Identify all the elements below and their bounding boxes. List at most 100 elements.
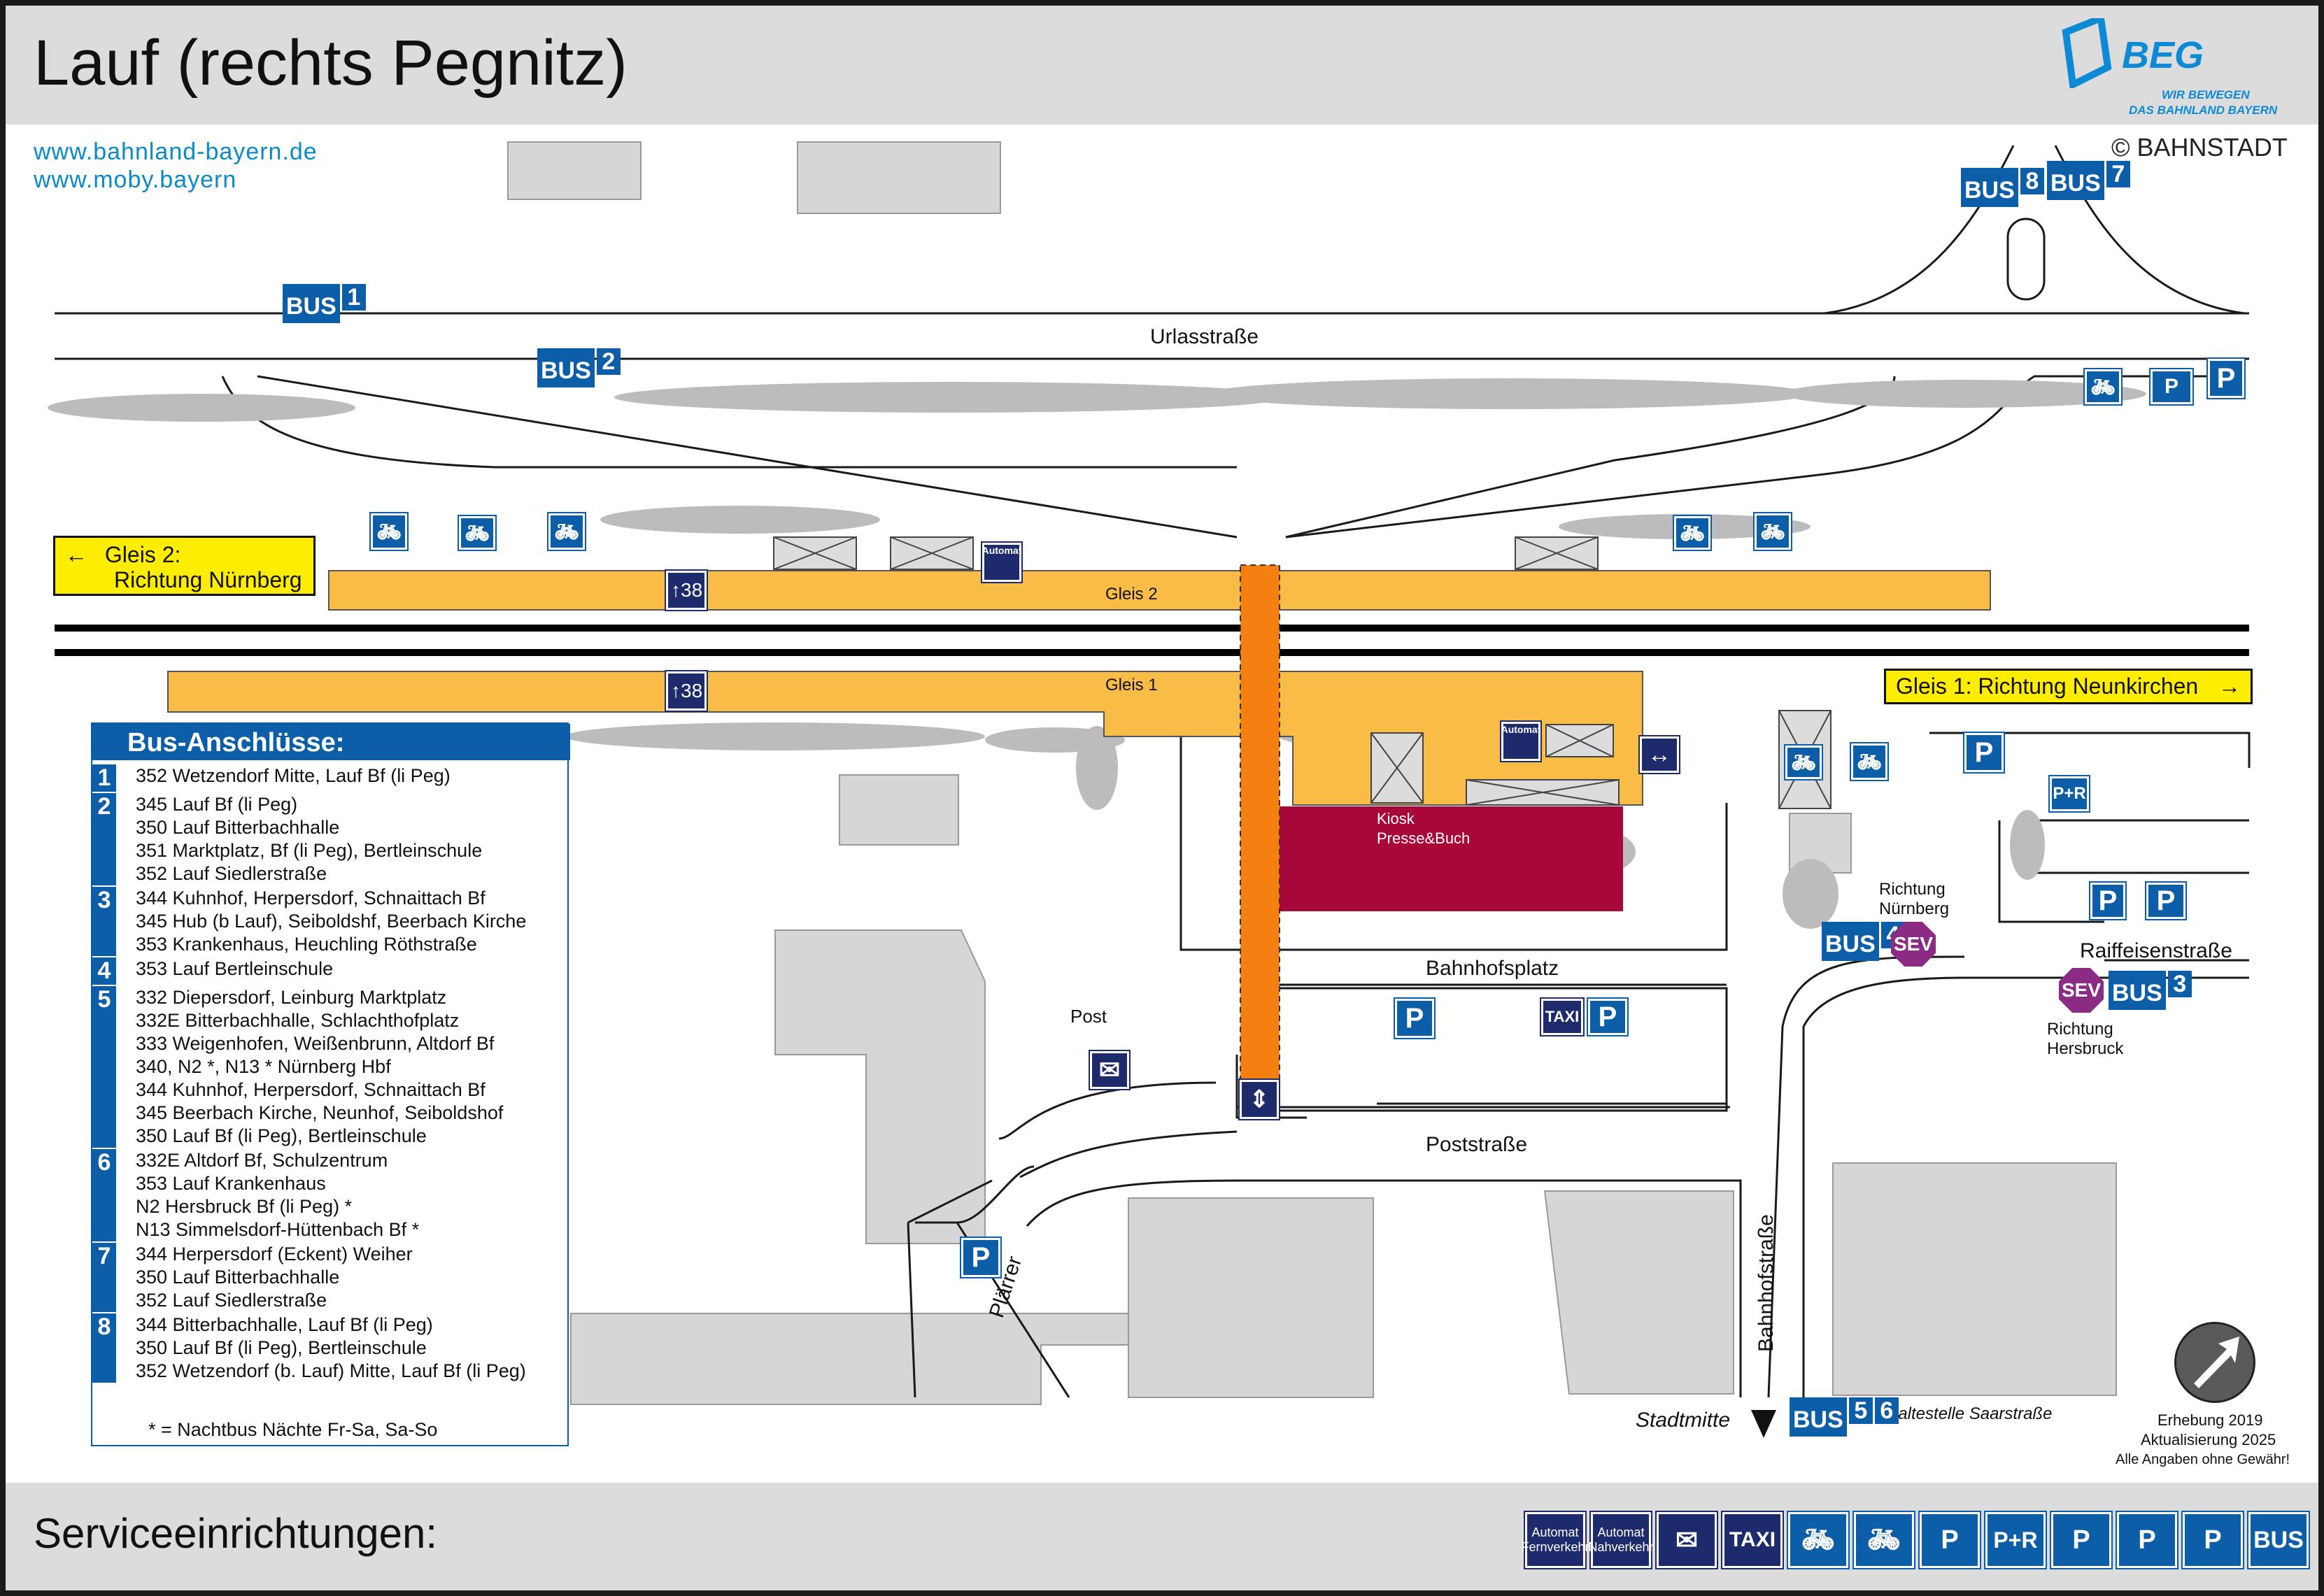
bicycle-icon[interactable]: 🚲︎ [548,513,585,550]
platform-height-2-value: 38 [681,579,703,601]
short-term-parking-icon[interactable]: P [961,1238,1000,1277]
beg-logo-icon [2062,13,2112,90]
bus-line: 350 Lauf Bf (li Peg), Bertleinschule [136,1125,427,1146]
roads [55,145,2251,1398]
bus-entry-stop: 6 [92,1149,116,1241]
survey-line-2: Aktualisierung 2025 [2141,1431,2276,1448]
bus-icon: BUS [283,284,340,323]
richtung-hersbruck-2: Hersbruck [2047,1039,2124,1058]
post-icon[interactable]: ✉ [1090,1051,1129,1089]
kiosk-building [1279,806,1623,911]
platform-1-label: Gleis 1 [1105,676,1158,694]
kiosk-label-1: Kiosk [1377,810,1415,827]
bus-line: 333 Weigenhofen, Weißenbrunn, Altdorf Bf [136,1033,495,1054]
park-and-ride-icon: P+R [1985,1512,2046,1568]
down-triangle-icon [1751,1410,1776,1438]
bus-line: 353 Lauf Krankenhaus [136,1173,326,1194]
ramp-arrows-icon[interactable]: ↔ [1640,736,1679,773]
sev-stop-nuernberg[interactable]: SEV [1891,922,1936,967]
taxi-icon[interactable]: TAXI [1541,999,1583,1035]
parking-icon[interactable]: P [2208,359,2244,398]
bicycle-icon[interactable]: 🚲︎ [1755,513,1791,550]
bus-entry-lines: 344 Bitterbachhalle, Lauf Bf (li Peg)350… [116,1313,526,1383]
platform-2 [328,570,1991,611]
parking-icon[interactable]: P [2090,883,2125,919]
ev-charging-parking-icon[interactable]: P [2146,883,2185,919]
arrow-left-icon: ← [65,542,87,567]
post-icon: ✉ [1657,1512,1717,1568]
motorbike-parking-icon[interactable]: P [2151,369,2192,404]
automat-label: Automat [1597,1525,1645,1539]
platform-height-1-value: 38 [681,680,703,701]
gleis1-direction-text: Gleis 1: Richtung Neunkirchen [1896,674,2199,699]
elevator-icon[interactable]: ⇕ [1240,1080,1279,1119]
header: Lauf (rechts Pegnitz) BEG WIR BEWEGEN DA… [6,6,2318,124]
bus-entry-stop: 4 [92,957,116,985]
ticket-machine-icon[interactable]: Automat [1501,722,1540,761]
bus-line: 352 Lauf Siedlerstraße [136,863,327,884]
post-label: Post [1070,1006,1107,1027]
bus-line: 344 Herpersdorf (Eckent) Weiher [136,1244,413,1264]
bus-entry-stop: 5 [92,986,116,1148]
bus-icon: BUS [1790,1397,1847,1437]
street-raiffeisenstrasse: Raiffeisenstraße [2080,939,2232,962]
bus-line: 353 Krankenhaus, Heuchling Röthstraße [136,934,477,955]
underpass [1240,564,1280,1083]
ev-charging-parking-icon: P [2183,1512,2243,1568]
bus-connections-list: 1 352 Wetzendorf Mitte, Lauf Bf (li Peg) 2… [92,764,570,1384]
beg-tagline-2: DAS BAHNLAND BAYERN [2129,104,2278,117]
bus-line: N13 Simmelsdorf-Hüttenbach Bf * [136,1219,420,1240]
bus-stop-number: 5 [1848,1397,1873,1424]
bicycle-icon[interactable]: 🚲︎ [371,513,407,550]
accessible-parking-icon: P [1920,1512,1980,1568]
bus-icon: BUS [2109,971,2166,1010]
bicycle-icon[interactable]: 🚲︎ [2085,369,2121,404]
bus-icon: BUS [1822,922,1879,961]
bicycle-shelter-icon[interactable]: 🚲︎ [459,516,495,550]
bus-line: 352 Wetzendorf Mitte, Lauf Bf (li Peg) [136,765,451,786]
link-bahnland[interactable]: www.bahnland-bayern.de [34,138,318,165]
bus-icon: BUS [1961,168,2018,207]
north-arrow-glyph [2194,1337,2239,1388]
platform-height-2-icon: ↑38 [666,571,707,610]
bicycle-icon[interactable]: 🚲︎ [1851,743,1887,780]
bus-entry-stop: 8 [92,1313,116,1383]
platform-2-label: Gleis 2 [1105,585,1158,604]
sev-stop-hersbruck[interactable]: SEV [2059,968,2104,1013]
bus-line: N2 Hersbruck Bf (li Peg) * [136,1196,353,1217]
bicycle-shelter-icon: 🚲︎ [1788,1512,1848,1568]
short-term-parking-icon: P [2117,1512,2177,1568]
bus-entry-stop: 1 [92,764,116,792]
bicycle-shelter-icon[interactable]: 🚲︎ [1674,516,1710,550]
link-moby[interactable]: www.moby.bayern [34,166,237,193]
beg-logo-name: BEG [2122,34,2204,76]
platform-height-1-icon: ↑38 [666,671,707,711]
accessible-parking-icon[interactable]: P [1964,733,2004,772]
bus-line: 351 Marktplatz, Bf (li Peg), Bertleinsch… [136,840,483,861]
bus-entry: 1 352 Wetzendorf Mitte, Lauf Bf (li Peg) [92,764,570,792]
short-term-parking-icon[interactable]: P [1395,999,1434,1038]
park-and-ride-icon[interactable]: P+R [2050,776,2089,811]
bus-line: 344 Kuhnhof, Herpersdorf, Schnaittach Bf [136,1079,486,1100]
parking-icon: P [2051,1512,2111,1568]
bus-icon: BUS [537,348,595,387]
bicycle-icon: 🚲︎ [1854,1512,1914,1568]
ticket-machine-icon[interactable]: Automat [982,543,1021,582]
bicycle-shelter-icon[interactable]: 🚲︎ [1785,746,1822,779]
accessible-parking-icon[interactable]: P [1588,999,1627,1035]
bus-stop-number: 7 [2106,161,2130,187]
bus-icon: BUS [2047,161,2104,200]
